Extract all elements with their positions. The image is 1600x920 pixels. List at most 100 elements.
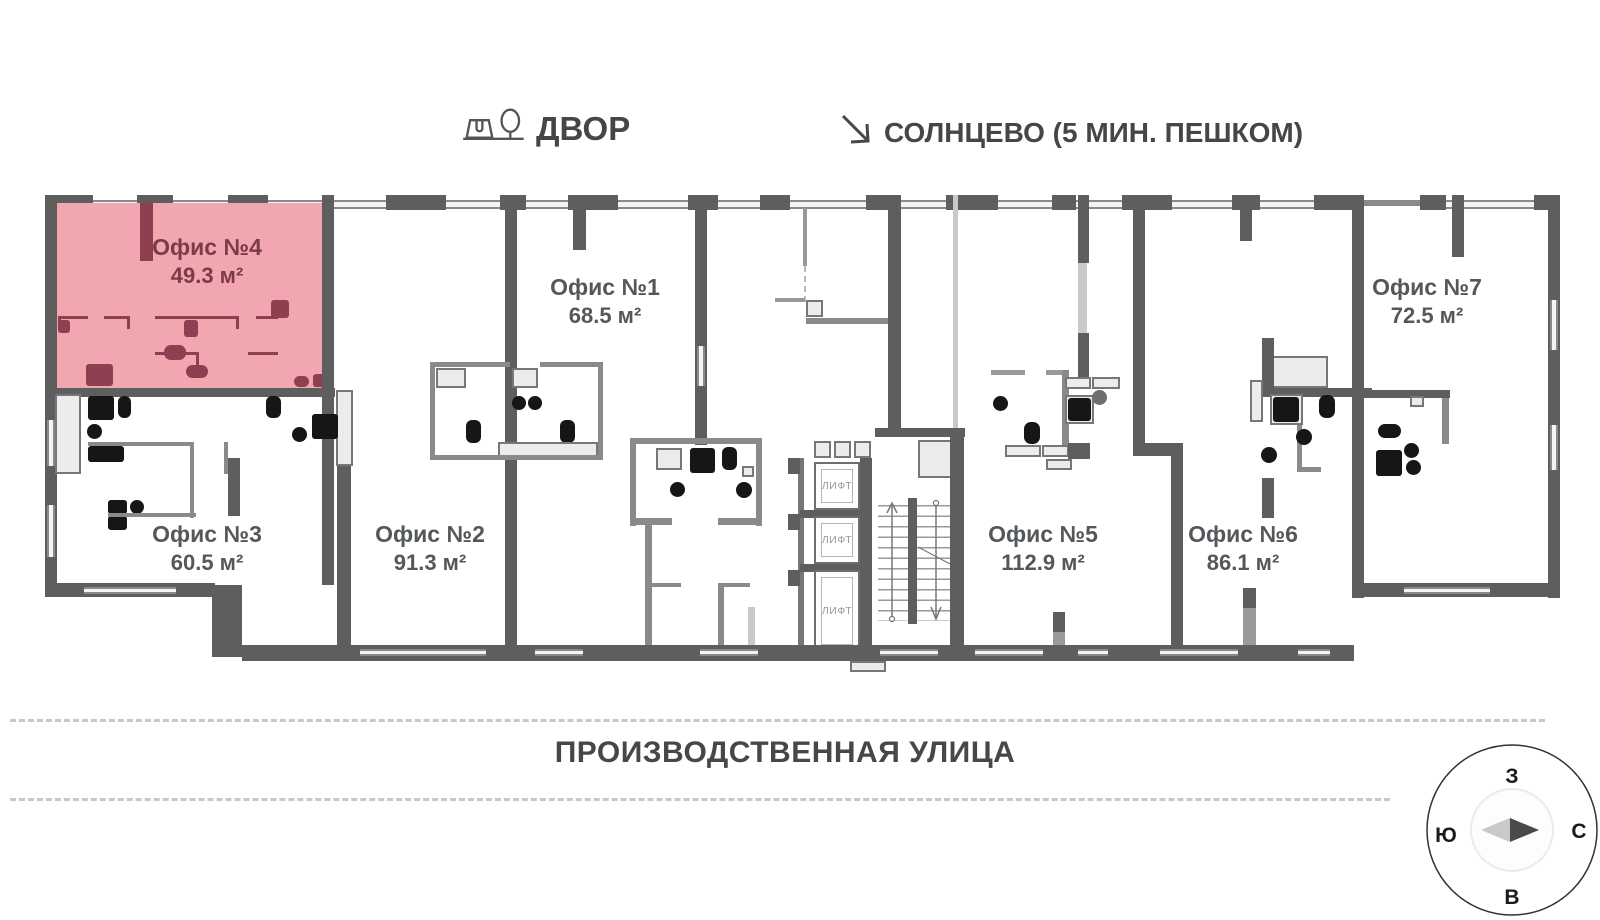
wall: [1068, 443, 1090, 459]
office-3-label[interactable]: Офис №3 60.5 м²: [122, 520, 292, 576]
office-5-label[interactable]: Офис №5 112.9 м²: [958, 520, 1128, 576]
wall: [1053, 612, 1065, 632]
window: [1160, 649, 1238, 656]
window: [1404, 587, 1490, 594]
window: [697, 346, 705, 386]
counter: [436, 368, 466, 388]
wall: [1052, 195, 1076, 210]
compass-east-label: В: [1504, 886, 1519, 909]
wall: [991, 370, 1025, 375]
partition: [236, 316, 239, 329]
elevator-shaft: ЛИФТ: [814, 516, 860, 564]
office-area: 91.3 м²: [393, 549, 467, 575]
office-1-label[interactable]: Офис №1 68.5 м²: [520, 273, 690, 329]
wall: [322, 195, 334, 585]
wall: [875, 428, 965, 437]
partition: [127, 316, 130, 329]
sink-icon: [1404, 443, 1419, 458]
wall: [45, 388, 335, 397]
window: [1550, 300, 1558, 350]
wall: [1262, 338, 1274, 392]
wall: [1171, 450, 1183, 661]
toilet-icon: [118, 396, 131, 418]
toilet-icon: [186, 365, 208, 378]
counter: [512, 368, 538, 388]
wall: [573, 195, 586, 250]
sink-icon: [58, 320, 70, 333]
partition: [724, 583, 750, 587]
partition: [248, 352, 278, 355]
wall: [1133, 195, 1145, 450]
sink-icon: [528, 396, 542, 410]
wall: [430, 455, 602, 460]
direction-legend: СОЛНЦЕВО (5 МИН. ПЕШКОМ): [840, 113, 1303, 152]
office-4-label[interactable]: Офис №4 49.3 м²: [122, 233, 292, 289]
partition: [256, 316, 278, 319]
office-2-label[interactable]: Офис №2 91.3 м²: [345, 520, 515, 576]
sink-icon: [1376, 450, 1402, 476]
partition: [224, 442, 228, 474]
wall: [695, 195, 707, 445]
wall: [760, 195, 790, 210]
office-area: 112.9 м²: [1001, 549, 1085, 575]
wall: [1078, 333, 1089, 379]
door: [1046, 459, 1072, 470]
office-name: Офис №3: [152, 521, 262, 547]
sink-icon: [512, 396, 526, 410]
partition: [58, 316, 88, 319]
wall: [1243, 588, 1256, 608]
counter: [742, 466, 754, 477]
window: [975, 649, 1043, 656]
counter: [1065, 377, 1091, 389]
partition: [190, 442, 194, 518]
office-6-label[interactable]: Офис №6 86.1 м²: [1158, 520, 1328, 576]
wall: [1352, 200, 1420, 206]
window: [535, 649, 583, 656]
courtyard-legend: ДВОР: [462, 100, 630, 157]
wall: [430, 362, 435, 460]
wall: [337, 466, 351, 656]
office-7-label[interactable]: Офис №7 72.5 м²: [1342, 273, 1512, 329]
wall: [630, 518, 672, 525]
wall: [788, 570, 800, 586]
window: [700, 649, 758, 656]
door: [1410, 396, 1424, 407]
compass-west-label: З: [1505, 765, 1518, 788]
sink-icon: [88, 396, 114, 420]
toilet-icon: [184, 320, 198, 337]
wall: [1352, 390, 1450, 398]
wall: [1133, 443, 1183, 456]
door: [806, 300, 823, 317]
sink-icon: [130, 500, 144, 514]
toilet-icon: [1024, 422, 1040, 444]
sink-icon: [670, 482, 685, 497]
window: [1550, 425, 1558, 470]
window: [1298, 649, 1330, 656]
wall: [748, 607, 755, 657]
wall: [800, 510, 860, 518]
toilet-icon: [1319, 395, 1335, 418]
courtyard-icon: [462, 100, 526, 157]
partition: [108, 513, 196, 517]
entrance-step: [850, 661, 886, 672]
office-name: Офис №1: [550, 274, 660, 300]
office-name: Офис №2: [375, 521, 485, 547]
toilet-icon: [466, 420, 481, 443]
window: [47, 505, 55, 557]
office-4-room[interactable]: [57, 203, 322, 396]
sink-icon: [86, 364, 113, 386]
sink-icon: [1068, 398, 1091, 421]
wall: [1078, 263, 1087, 333]
wall: [1262, 388, 1372, 397]
partition: [196, 352, 199, 365]
duct: [1268, 356, 1328, 388]
sink-icon: [1273, 397, 1299, 422]
elevator-label: ЛИФТ: [821, 523, 853, 557]
toilet-icon: [271, 300, 289, 318]
sink-icon: [1406, 460, 1421, 475]
wall: [718, 583, 724, 661]
courtyard-label: ДВОР: [536, 109, 631, 147]
window: [880, 649, 938, 656]
sink-icon: [993, 396, 1008, 411]
sink-icon: [292, 427, 307, 442]
